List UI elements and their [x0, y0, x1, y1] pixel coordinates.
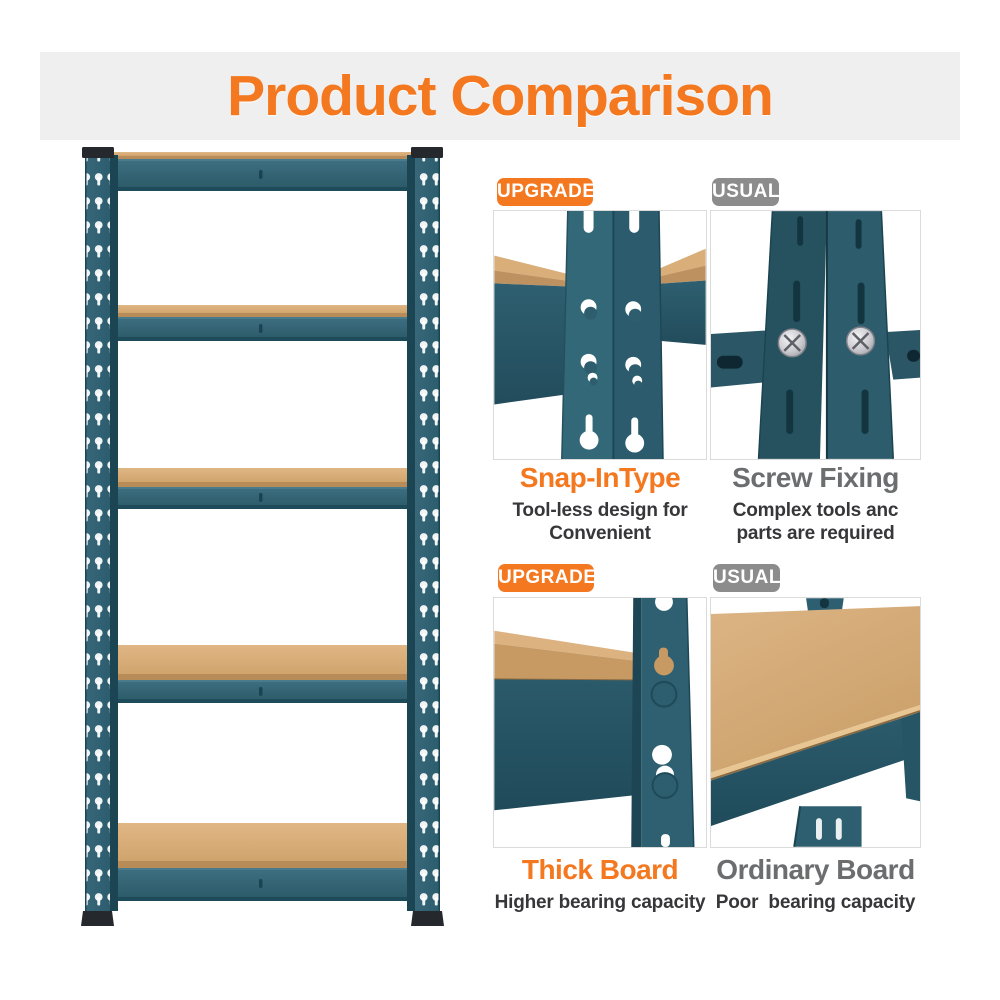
upgrade-badge: UPGRADE — [498, 564, 596, 592]
usual-badge: USUAL — [713, 564, 780, 592]
comparison-description-line: Tool-less design for — [512, 500, 688, 521]
comparison-heading: Screw Fixing — [732, 462, 899, 493]
comparison-description-line: parts are required — [736, 522, 895, 544]
snap-in-caption: Snap-InType Tool-less design for Conveni… — [493, 462, 707, 546]
usual-badge: USUAL — [712, 178, 779, 206]
shelving-unit-photo — [81, 147, 444, 926]
screw-fixing-caption: Screw Fixing Complex tools anc parts are… — [710, 462, 921, 546]
page-title: Product Comparison — [227, 64, 774, 128]
comparison-heading: Ordinary Board — [716, 854, 915, 885]
comparison-description-line: Poor bearing capacity — [715, 892, 916, 913]
thick-board-detail-image — [493, 597, 707, 848]
ordinary-board-detail-image — [710, 597, 921, 848]
comparison-heading: Snap-InType — [519, 462, 681, 493]
snap-in-detail-image — [493, 210, 707, 460]
screw-fixing-detail-image — [710, 210, 921, 460]
comparison-heading: Thick Board — [521, 854, 679, 885]
thick-board-caption: Thick Board Higher bearing capacity — [493, 854, 707, 915]
ordinary-board-caption: Ordinary Board Poor bearing capacity — [710, 854, 921, 915]
comparison-description-line: Higher bearing capacity — [494, 892, 706, 913]
comparison-description-line: Complex tools anc — [732, 500, 899, 521]
comparison-description-line: Convenient — [549, 522, 651, 544]
title-banner: Product Comparison — [40, 52, 960, 140]
upgrade-badge: UPGRADE — [497, 178, 595, 206]
